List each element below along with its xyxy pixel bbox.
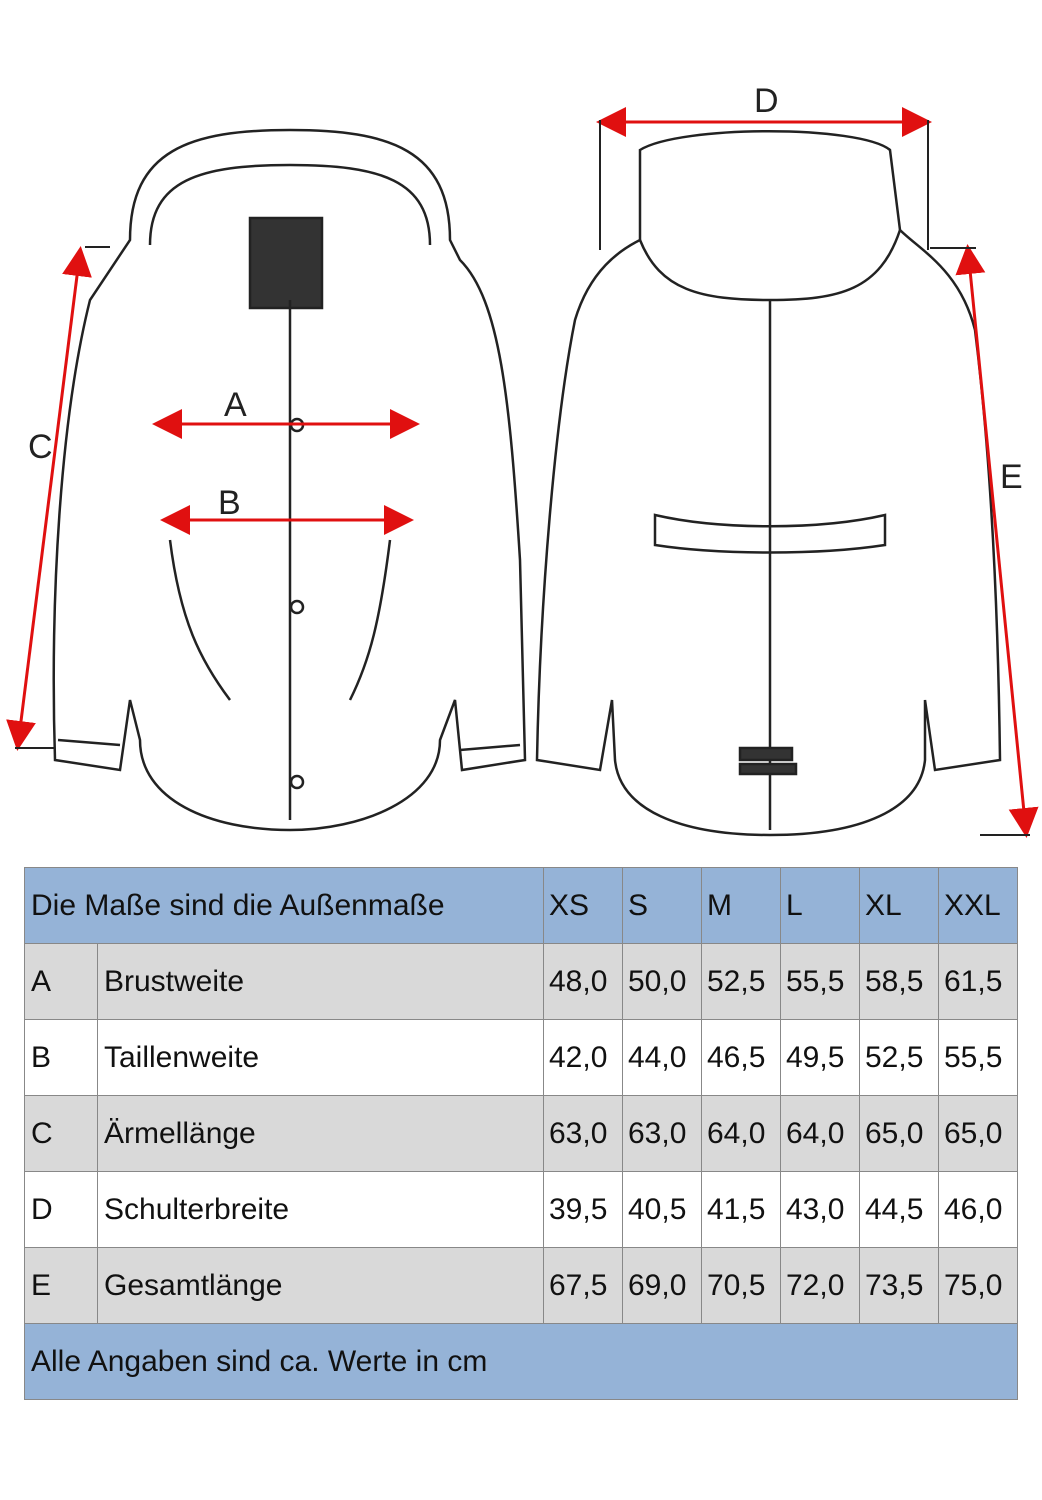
label-e: E <box>1000 458 1023 496</box>
footer-note: Alle Angaben sind ca. Werte in cm <box>24 1323 1018 1400</box>
row-value: 65,0 <box>938 1095 1018 1172</box>
row-value: 44,5 <box>859 1171 939 1248</box>
row-value: 75,0 <box>938 1247 1018 1324</box>
row-value: 70,5 <box>701 1247 781 1324</box>
size-table-header: Die Maße sind die Außenmaße XS S M L XL … <box>24 867 1018 944</box>
row-value: 52,5 <box>701 943 781 1020</box>
size-table: Die Maße sind die Außenmaße XS S M L XL … <box>24 867 1018 1400</box>
size-xxl: XXL <box>938 867 1018 944</box>
row-value: 63,0 <box>543 1095 623 1172</box>
row-label: Ärmellänge <box>97 1095 544 1172</box>
row-value: 39,5 <box>543 1171 623 1248</box>
row-value: 58,5 <box>859 943 939 1020</box>
size-table-footer: Alle Angaben sind ca. Werte in cm <box>24 1323 1018 1400</box>
size-xs: XS <box>543 867 623 944</box>
row-value: 44,0 <box>622 1019 702 1096</box>
row-key: D <box>24 1171 98 1248</box>
measurement-arrows <box>6 107 1039 838</box>
arrow-e <box>955 244 1039 838</box>
header-title: Die Maße sind die Außenmaße <box>24 867 544 944</box>
row-value: 61,5 <box>938 943 1018 1020</box>
row-value: 40,5 <box>622 1171 702 1248</box>
size-xl: XL <box>859 867 939 944</box>
row-value: 64,0 <box>780 1095 860 1172</box>
row-value: 43,0 <box>780 1171 860 1248</box>
row-value: 72,0 <box>780 1247 860 1324</box>
row-key: E <box>24 1247 98 1324</box>
jacket-back-sketch <box>535 130 1002 837</box>
row-label: Taillenweite <box>97 1019 544 1096</box>
row-value: 46,5 <box>701 1019 781 1096</box>
row-value: 41,5 <box>701 1171 781 1248</box>
row-value: 50,0 <box>622 943 702 1020</box>
row-value: 55,5 <box>938 1019 1018 1096</box>
row-value: 52,5 <box>859 1019 939 1096</box>
row-label: Brustweite <box>97 943 544 1020</box>
jacket-measurement-diagram: A B C D E <box>6 82 1039 838</box>
row-value: 49,5 <box>780 1019 860 1096</box>
jacket-front-sketch <box>52 128 527 832</box>
reference-lines <box>15 120 1030 836</box>
row-value: 73,5 <box>859 1247 939 1324</box>
row-value: 69,0 <box>622 1247 702 1324</box>
label-d: D <box>754 82 779 120</box>
size-s: S <box>622 867 702 944</box>
row-value: 55,5 <box>780 943 860 1020</box>
size-l: L <box>780 867 860 944</box>
row-value: 65,0 <box>859 1095 939 1172</box>
row-value: 64,0 <box>701 1095 781 1172</box>
row-key: B <box>24 1019 98 1096</box>
label-c: C <box>28 428 53 466</box>
row-key: A <box>24 943 98 1020</box>
row-label: Schulterbreite <box>97 1171 544 1248</box>
label-b: B <box>218 484 241 522</box>
row-value: 67,5 <box>543 1247 623 1324</box>
arrow-c <box>6 246 92 751</box>
row-label: Gesamtlänge <box>97 1247 544 1324</box>
row-value: 46,0 <box>938 1171 1018 1248</box>
label-a: A <box>224 386 247 424</box>
row-value: 63,0 <box>622 1095 702 1172</box>
row-value: 48,0 <box>543 943 623 1020</box>
size-m: M <box>701 867 781 944</box>
row-key: C <box>24 1095 98 1172</box>
row-value: 42,0 <box>543 1019 623 1096</box>
